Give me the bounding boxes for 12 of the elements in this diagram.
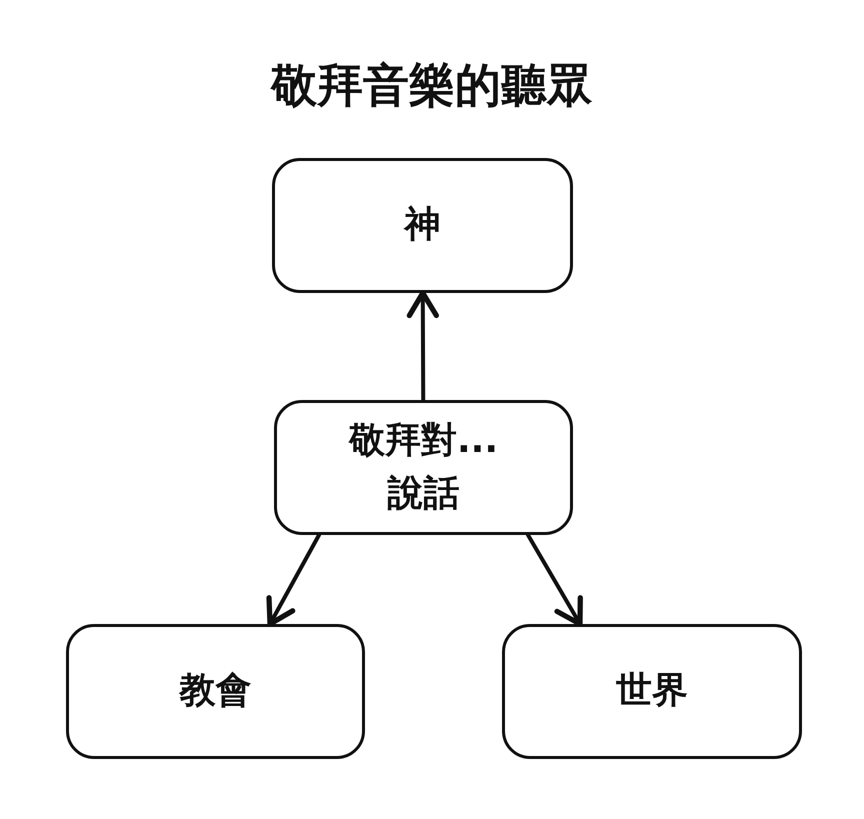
rounded-box bbox=[274, 400, 573, 535]
node-label: 世界 bbox=[616, 669, 688, 714]
arrow bbox=[406, 290, 439, 402]
arrow bbox=[266, 533, 321, 627]
diagram-title: 敬拜音樂的聽眾 bbox=[269, 57, 594, 114]
node-label: 敬拜對...說話 bbox=[348, 419, 498, 516]
rounded-box bbox=[502, 624, 802, 759]
node-label: 教會 bbox=[180, 669, 252, 714]
arrow bbox=[526, 533, 583, 627]
rounded-box bbox=[272, 158, 573, 293]
node-label: 神 bbox=[404, 203, 440, 248]
rounded-box bbox=[66, 624, 365, 759]
